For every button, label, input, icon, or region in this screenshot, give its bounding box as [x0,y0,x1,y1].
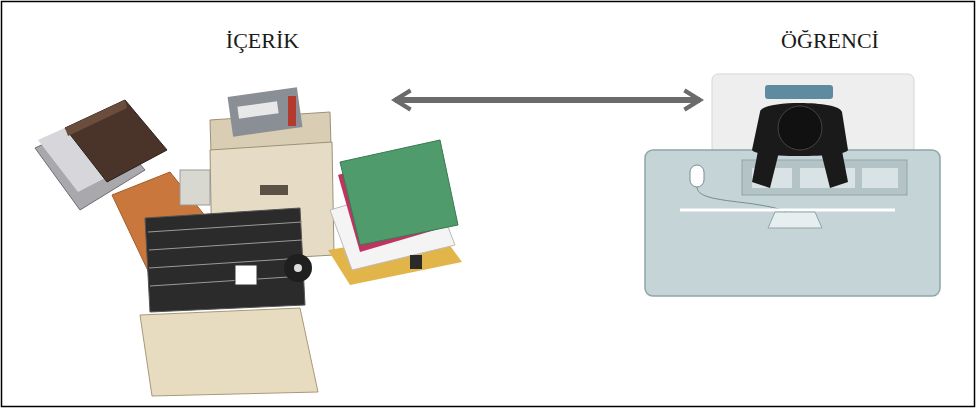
monitor [680,209,895,212]
tray-slides [145,208,305,312]
monitor-stand [768,212,822,228]
reel-disc [284,254,312,282]
box-pen [288,96,296,126]
tray-lid [140,308,318,396]
single-slide [235,265,257,285]
content-group: ÖĞRENCİ [700,28,960,148]
box-handle [260,185,288,195]
slide-tray [140,208,318,396]
content-group: İÇERİK [130,28,395,148]
group-heading: ÖĞRENCİ [700,28,960,54]
reel-hub [294,264,302,272]
slide-row [148,222,302,232]
film-reel [284,254,312,282]
student-arm [818,130,848,188]
binder-spine [65,100,127,136]
brown-binder [65,100,167,182]
keyboard-keys [862,168,898,188]
box-item-label [237,101,278,118]
group-heading: İÇERİK [130,28,395,54]
green-folder [340,140,458,245]
cassette [180,170,210,205]
chair-area [712,74,914,154]
student-head [778,106,822,150]
slide-row [150,276,304,286]
desk [645,150,940,296]
box-item [228,87,303,136]
double-arrow [395,97,700,103]
paper-stack [328,140,462,285]
mouse [690,165,704,187]
student-desk [645,74,940,296]
student-arm [752,130,782,188]
chair-back [765,85,833,99]
slide-row [149,240,302,250]
clip [410,255,422,269]
slide-row [149,258,303,268]
slide-rows [148,222,304,286]
